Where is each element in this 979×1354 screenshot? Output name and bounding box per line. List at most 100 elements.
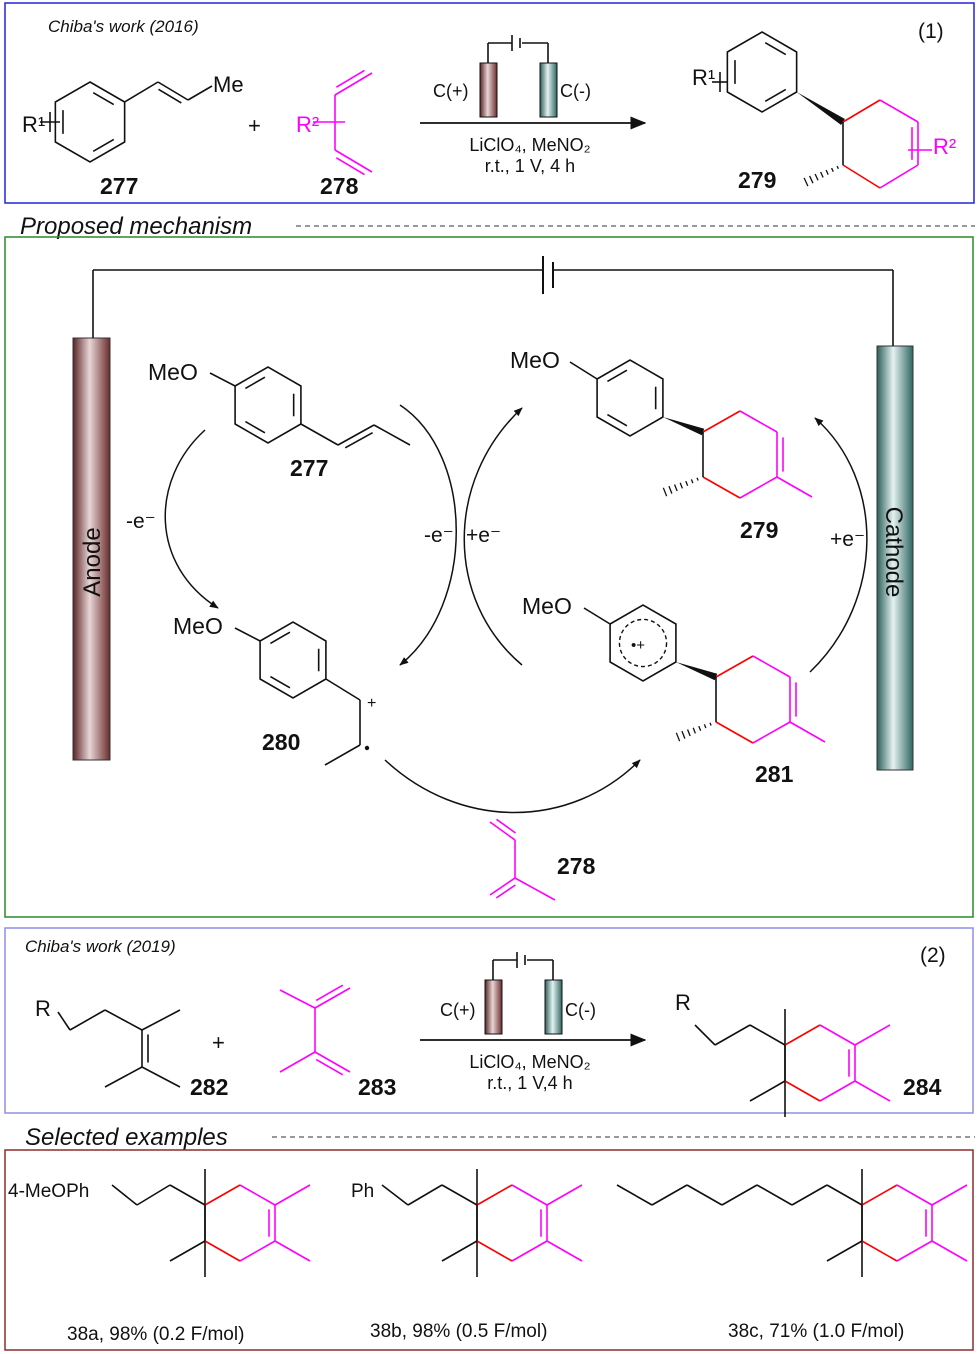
meo-279: MeO xyxy=(510,347,560,373)
bond xyxy=(187,85,213,101)
anode-label: C(+) xyxy=(433,81,469,101)
bond xyxy=(819,1080,856,1102)
me-label: Me xyxy=(213,72,244,97)
compound-284-label: 284 xyxy=(903,1074,942,1100)
electron-loss-anode: -e⁻ xyxy=(126,510,156,533)
alkyl-chain xyxy=(407,1184,443,1206)
bond xyxy=(169,1240,206,1262)
r2-label-product: R² xyxy=(933,134,956,159)
bond xyxy=(511,1240,548,1262)
compound-278-mech-label: 278 xyxy=(557,853,596,879)
conditions-line-2: r.t., 1 V, 4 h xyxy=(485,156,575,176)
alkyl-chain xyxy=(714,1024,751,1046)
bond xyxy=(776,476,813,498)
panel-2019 xyxy=(4,927,974,1114)
bond xyxy=(334,149,373,173)
bond xyxy=(104,1009,143,1031)
bond xyxy=(702,410,741,433)
bond xyxy=(337,424,375,446)
panel-2016 xyxy=(4,2,975,204)
hashed-bond xyxy=(685,480,689,486)
hashed-bond xyxy=(662,487,668,497)
wedge-bond xyxy=(675,662,718,681)
wedge-bond xyxy=(662,417,705,436)
example-38a-caption: 38a, 98% (0.2 F/mol) xyxy=(67,1324,244,1345)
hashed-bond xyxy=(831,167,834,172)
aromatic-bond xyxy=(607,369,628,383)
electron-transfer-arrow xyxy=(399,404,457,666)
conditions-2-line-2: r.t., 1 V,4 h xyxy=(487,1073,572,1093)
bond xyxy=(879,164,919,189)
mechanism-panel xyxy=(4,236,974,918)
compound-283-label: 283 xyxy=(358,1074,396,1100)
hashed-bond xyxy=(673,484,678,492)
compound-282-label: 282 xyxy=(190,1074,228,1100)
delocalization-circle xyxy=(618,618,668,668)
hashed-bond xyxy=(675,732,681,742)
bond xyxy=(842,99,881,123)
plus-sign-2: + xyxy=(212,1030,225,1055)
anode-rod xyxy=(479,62,498,118)
bond xyxy=(702,476,741,499)
bond xyxy=(861,1240,898,1262)
anode-text: Anode xyxy=(79,527,106,596)
bond xyxy=(784,1080,821,1102)
bond xyxy=(789,721,826,743)
structures-2019 xyxy=(57,952,891,1117)
bond xyxy=(314,1051,351,1073)
aromatic-bond xyxy=(764,88,787,103)
bond xyxy=(495,884,516,899)
bond xyxy=(334,72,373,96)
meo-277: MeO xyxy=(148,359,198,385)
aromatic-bond xyxy=(270,631,291,645)
bond xyxy=(441,1240,478,1262)
compound-277-mech-label: 277 xyxy=(290,455,328,481)
bond xyxy=(274,1240,311,1262)
bond xyxy=(158,88,182,104)
bond xyxy=(344,431,373,449)
benzene-ring xyxy=(726,31,798,113)
aromatic-bond xyxy=(607,413,628,427)
bond xyxy=(511,1184,548,1206)
electron-gain-cathode: +e⁻ xyxy=(830,528,865,551)
bond xyxy=(335,69,365,88)
bond xyxy=(104,1066,143,1088)
examples-heading: Selected examples xyxy=(25,1124,228,1151)
bond xyxy=(209,372,236,387)
electron-loss-middle: -e⁻ xyxy=(424,524,454,547)
electron-gain-middle: +e⁻ xyxy=(466,524,501,547)
aromatic-bond xyxy=(245,420,266,434)
bond xyxy=(57,1011,71,1031)
bond xyxy=(715,655,754,678)
bond xyxy=(279,989,316,1009)
bond xyxy=(314,987,351,1009)
alkyl-chain xyxy=(381,1184,409,1206)
anode-rod xyxy=(484,979,503,1035)
reduction-arrow xyxy=(463,407,523,666)
bond xyxy=(489,821,516,841)
hashed-bond xyxy=(709,722,712,726)
example-38a-substituent: 4-MeOPh xyxy=(8,1181,89,1202)
bond xyxy=(896,1184,933,1206)
bond xyxy=(234,627,261,642)
bond xyxy=(896,1240,933,1262)
bond xyxy=(861,1184,898,1206)
bond xyxy=(274,1184,311,1206)
bond xyxy=(715,721,754,744)
hashed-bond xyxy=(690,479,694,484)
cathode-label-2: C(-) xyxy=(565,1000,596,1020)
alkyl-chain xyxy=(651,1184,688,1206)
meo-280: MeO xyxy=(173,613,223,639)
aromatic-bond xyxy=(92,91,115,106)
bond xyxy=(315,1058,344,1076)
alkyl-chain xyxy=(721,1184,758,1206)
benzene-ring xyxy=(596,359,664,437)
bond xyxy=(739,476,778,499)
radical-dot xyxy=(364,745,370,751)
bond xyxy=(239,1240,276,1262)
bond xyxy=(854,1024,891,1046)
bond xyxy=(842,164,881,189)
meo-281: MeO xyxy=(522,593,572,619)
hashed-bond xyxy=(809,175,814,184)
bond xyxy=(739,410,778,433)
